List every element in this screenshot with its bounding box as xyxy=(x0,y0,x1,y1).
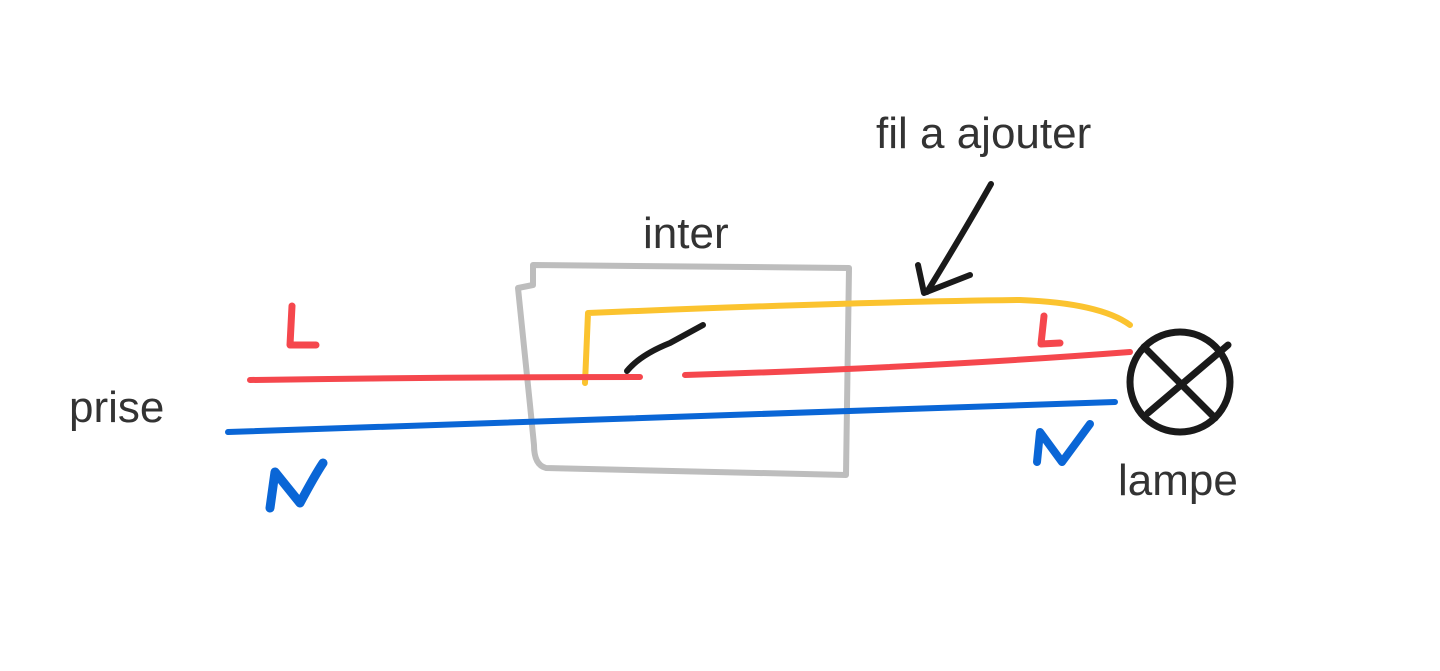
switch-box xyxy=(515,262,852,478)
lamp-symbol xyxy=(1126,328,1234,436)
switch-contact xyxy=(624,322,706,374)
label-lampe: lampe xyxy=(1118,456,1238,505)
label-prise: prise xyxy=(69,383,164,432)
lamp-circle-icon xyxy=(1126,328,1234,436)
marker-line-right-icon: L xyxy=(1037,312,1064,348)
label-fil-a-ajouter: fil a ajouter xyxy=(876,109,1091,158)
neutral-wire xyxy=(225,399,1118,435)
line-wire-left xyxy=(247,374,643,383)
marker-line-left-icon: L xyxy=(286,302,320,349)
marker-neutral-left-icon: N xyxy=(265,458,328,513)
arrow-icon xyxy=(915,181,994,296)
line-wire-right xyxy=(682,349,1133,378)
marker-neutral-right-icon: N xyxy=(1033,420,1094,466)
added-wire xyxy=(582,297,1133,386)
lamp-cross-icon xyxy=(1140,341,1232,422)
label-inter: inter xyxy=(643,209,729,258)
